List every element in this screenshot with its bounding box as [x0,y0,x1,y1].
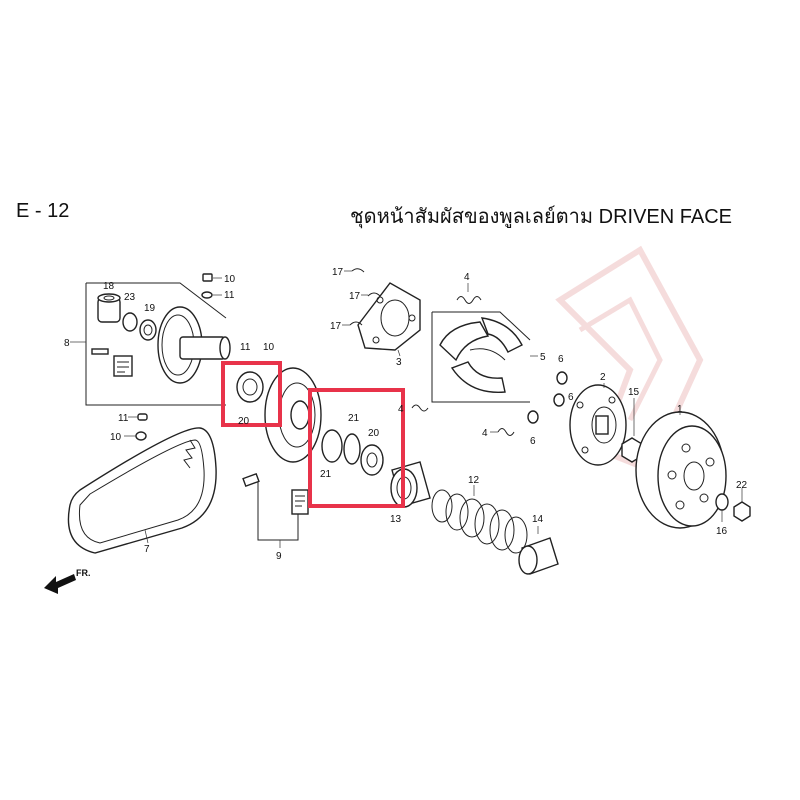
part-1-clutch-outer [635,411,727,529]
part-6-washer-a [556,371,568,385]
front-direction-arrow [44,574,76,594]
label-7: 7 [144,544,150,555]
label-3: 3 [396,357,402,368]
label-15: 15 [628,387,640,398]
part-12-spring [431,485,528,554]
label-6-b: 6 [568,392,574,403]
highlight-box-orings-21-20 [308,388,405,508]
part-7-drive-belt [67,427,217,554]
label-18: 18 [103,281,115,292]
label-11-box: 11 [240,342,251,353]
part-4-spring-top [456,296,482,304]
label-4-mid: 4 [398,404,404,415]
part-4-spring-bottom [497,428,515,436]
part-10-11-bolt [201,273,222,299]
bracket-9 [242,472,309,548]
label-5: 5 [540,352,546,363]
part-21-oring-b [343,433,361,465]
label-17-c: 17 [330,321,342,332]
part-19-seal [139,319,157,341]
part-5-clutch-shoes [431,311,538,403]
highlight-box-seal-20 [221,361,282,427]
label-17-b: 17 [349,291,361,302]
label-6-a: 6 [558,354,564,365]
label-10-left: 10 [110,432,122,443]
label-10-top: 10 [224,274,236,285]
section-title: ชุดหน้าสัมผัสของพูลเลย์ตาม DRIVEN FACE [350,206,732,228]
part-18-bearing [97,293,121,323]
part-20-seal-right [360,444,384,476]
label-10-box: 10 [263,342,275,353]
part-11-collar [137,413,148,421]
label-19: 19 [144,303,156,314]
label-4-top: 4 [464,272,470,283]
label-2: 2 [600,372,606,383]
label-8: 8 [64,338,70,349]
part-14-collar [518,526,559,575]
label-21-top: 21 [348,413,360,424]
label-17-a: 17 [332,267,344,278]
label-22: 22 [736,480,748,491]
label-11-top: 11 [224,290,235,301]
label-23: 23 [124,292,136,303]
label-6-c: 6 [530,436,536,447]
label-16: 16 [716,526,728,537]
driven-face-movable [264,367,322,463]
part-13-collar [390,461,431,508]
label-plate-icon [113,355,133,377]
part-22-nut [733,501,751,522]
part-4-spring-small [411,404,429,412]
label-9: 9 [276,551,282,562]
part-21-oring-a [321,429,343,463]
part-6-washer-c [527,410,539,424]
part-17-clips [342,268,381,326]
label-4-bottom: 4 [482,428,488,439]
label-14: 14 [532,514,544,525]
part-10-nut [135,431,147,441]
front-label: FR. [76,568,91,578]
pin-icon [91,348,109,355]
label-20-right: 20 [368,428,380,439]
part-20-seal-left [236,371,264,403]
part-23-ring [122,312,138,332]
part-16-washer [715,493,729,511]
label-1: 1 [677,404,683,415]
part-6-washer-b [553,393,565,407]
part-3-drive-plate [357,282,421,357]
label-12: 12 [468,475,480,486]
label-13: 13 [390,514,402,525]
label-20-left: 20 [238,416,250,427]
label-11-left: 11 [118,413,129,424]
bracket-8 [70,282,227,406]
driven-face-fixed [157,306,231,384]
label-21-bottom: 21 [320,469,332,480]
section-code: E - 12 [16,200,70,222]
part-2-clutch-plate [569,383,627,466]
